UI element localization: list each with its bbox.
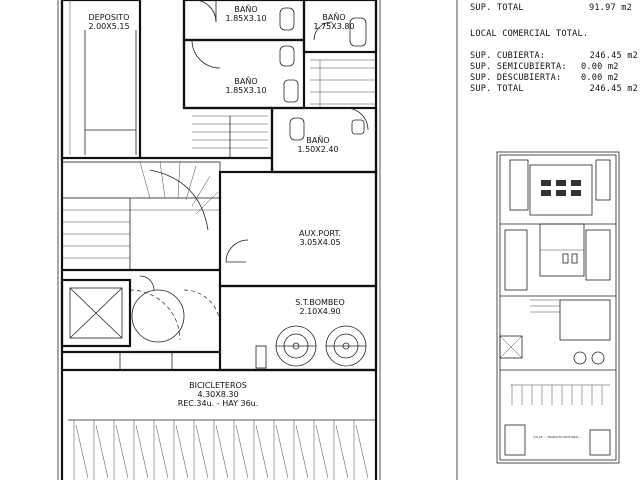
room-dims-bano-1: 1.85X3.10 <box>225 14 266 23</box>
row-value-cubierta: 246.45 m2 <box>590 51 638 61</box>
bicycle-racks <box>68 419 376 480</box>
room-note-bicicleteros: REC.34u. - HAY 36u. <box>178 399 259 408</box>
row-label-total: SUP. TOTAL <box>470 84 524 94</box>
room-dims-bano-4: 1.50X2.40 <box>297 145 338 154</box>
elevator-shaft <box>60 278 132 348</box>
pump-1 <box>275 325 317 367</box>
surface-table: SUP. TOTAL 91.97 m2 LOCAL COMERCIAL TOTA… <box>470 3 638 94</box>
stairs-lower <box>61 161 221 270</box>
room-label-bano-4: BAÑO <box>306 135 329 145</box>
row-value-semicubierta: 0.00 m2 <box>581 62 619 72</box>
mini-plan: CALLE ... TRANSITO PEATONAL ... <box>496 151 620 464</box>
room-dims-bano-3: 1.85X3.10 <box>225 86 266 95</box>
room-dims-bano-2: 1.75X3.80 <box>313 22 354 31</box>
room-label-bano-2: BAÑO <box>322 12 345 22</box>
mini-plan-caption: CALLE ... TRANSITO PEATONAL ... <box>533 435 583 439</box>
room-label-bano-3: BAÑO <box>234 76 257 86</box>
room-label-st-bombeo: S.T.BOMBEO <box>295 298 345 307</box>
row-label-descubierta: SUP. DESCUBIERTA: <box>470 73 561 83</box>
main-plan: DEPOSITO 2.00X5.15 BAÑO 1.85X3.10 BAÑO 1… <box>57 0 381 480</box>
section-title: LOCAL COMERCIAL TOTAL. <box>470 29 588 39</box>
previous-total-value: 91.97 m2 <box>589 3 632 13</box>
row-value-descubierta: 0.00 m2 <box>581 73 619 83</box>
room-label-bicicleteros: BICICLETEROS <box>189 381 247 390</box>
room-label-deposito: DEPOSITO <box>89 13 130 22</box>
room-dims-bicicleteros: 4.30X8.30 <box>197 390 238 399</box>
service-shaft <box>310 59 376 108</box>
previous-total-label: SUP. TOTAL <box>470 3 524 13</box>
stairs-upper <box>192 115 268 158</box>
room-dims-st-bombeo: 2.10X4.90 <box>299 307 340 316</box>
row-value-total: 246.45 m2 <box>590 84 638 94</box>
room-dims-aux-port: 3.05X4.05 <box>299 238 340 247</box>
room-label-bano-1: BAÑO <box>234 4 257 14</box>
row-label-cubierta: SUP. CUBIERTA: <box>470 51 545 61</box>
pump-2 <box>325 325 367 367</box>
row-label-semicubierta: SUP. SEMICUBIERTA: <box>470 62 567 72</box>
room-dims-deposito: 2.00X5.15 <box>88 22 129 31</box>
room-label-aux-port: AUX.PORT. <box>299 229 341 238</box>
